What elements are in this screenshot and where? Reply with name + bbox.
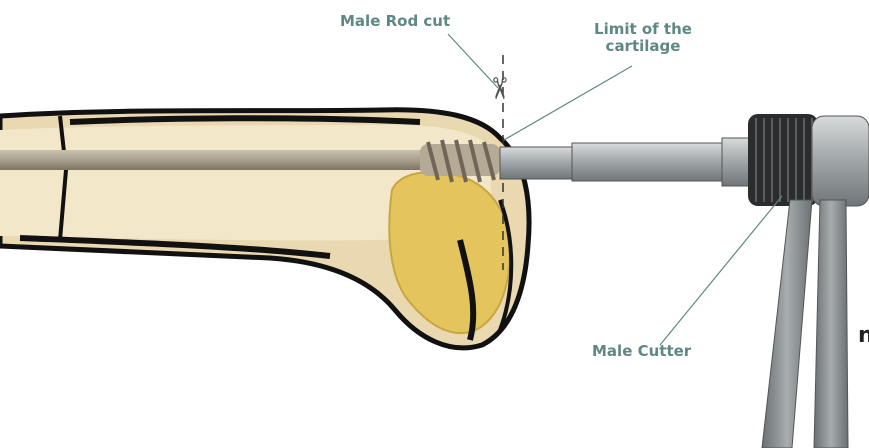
- label-male-rod-cut: Male Rod cut: [340, 13, 450, 30]
- leader-cutter: [660, 196, 782, 345]
- cutter-knob: [748, 114, 818, 206]
- leader-cartilage: [504, 66, 632, 140]
- edge-text-fragment: n: [858, 323, 869, 348]
- handle-leg-left: [762, 200, 812, 448]
- label-limit-line1: Limit of the: [588, 21, 698, 38]
- rod-thread: [420, 140, 500, 182]
- handle-leg-right: [814, 200, 848, 448]
- cutter-shaft-2: [572, 143, 727, 181]
- male-rod: [0, 150, 430, 170]
- label-limit-line2: cartilage: [588, 38, 698, 55]
- label-male-cutter: Male Cutter: [592, 343, 691, 360]
- cutter-shaft: [500, 147, 575, 179]
- label-limit-cartilage: Limit of the cartilage: [588, 21, 698, 55]
- scissors-icon: ✂: [481, 76, 516, 101]
- handle-head: [812, 116, 869, 206]
